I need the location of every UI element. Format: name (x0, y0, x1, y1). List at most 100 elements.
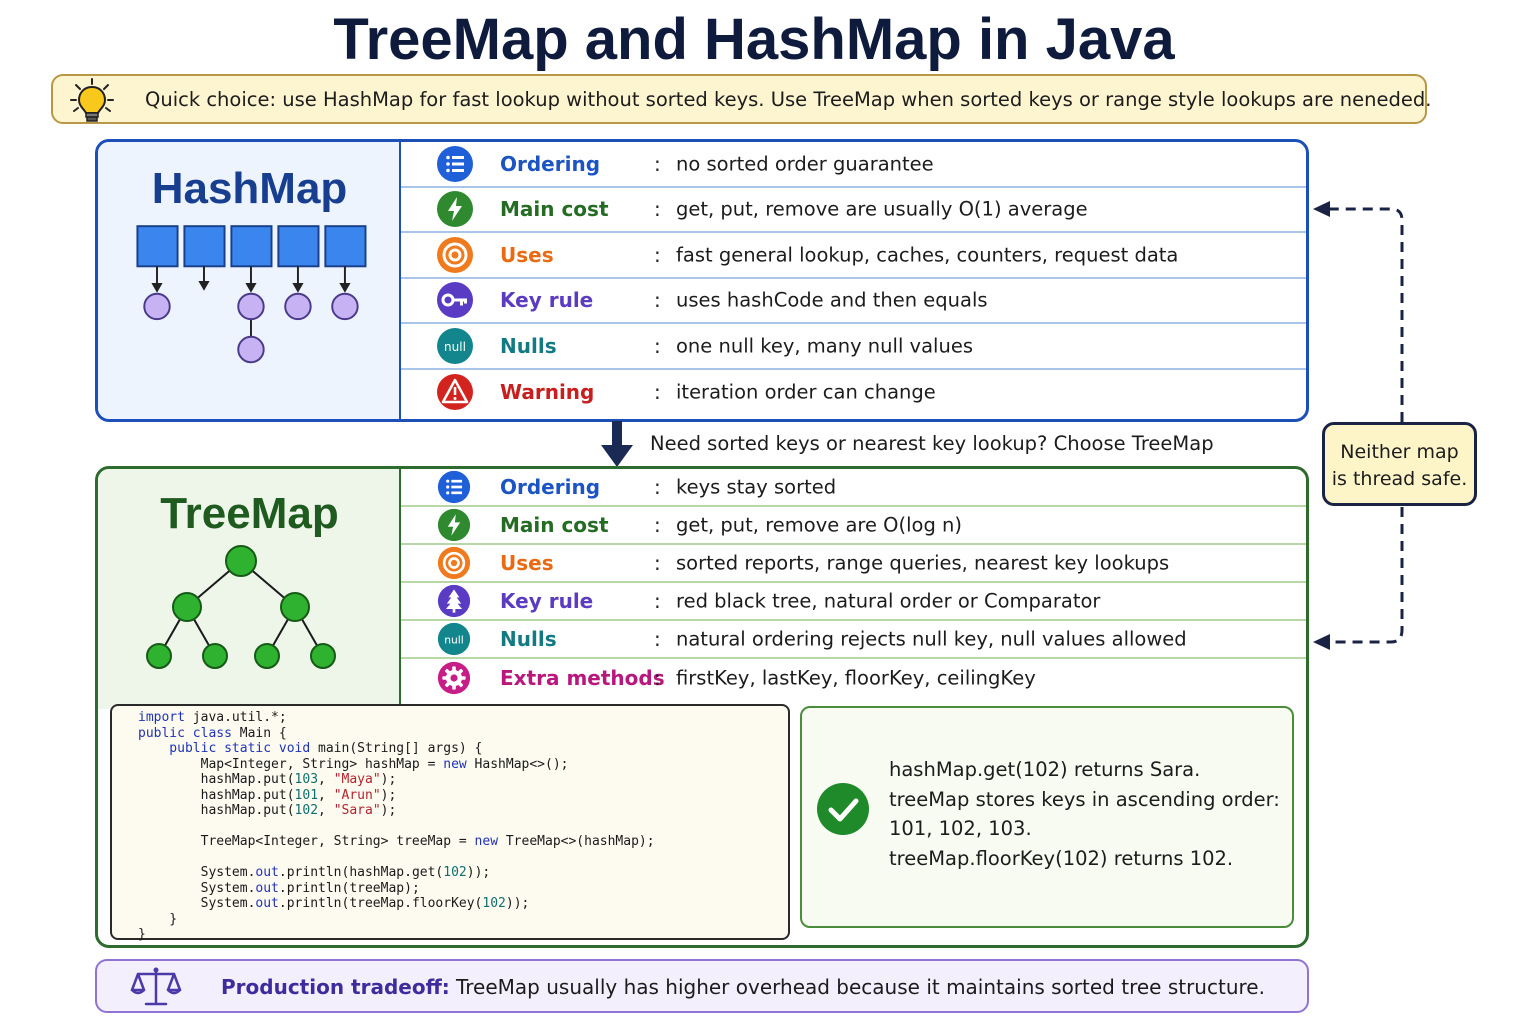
hashmap-row-key-rule: Key rule : uses hashCode and then equals (401, 279, 1306, 324)
result-line: treeMap stores keys in ascending order: (889, 787, 1280, 811)
result-line: hashMap.get(102) returns Sara. (889, 758, 1201, 781)
tradeoff-label: Production tradeoff: (221, 975, 450, 999)
treemap-row-key-rule: Key rule : red black tree, natural order… (401, 583, 1306, 621)
svg-text:null: null (444, 633, 464, 646)
hashmap-row-main-cost: Main cost : get, put, remove are usually… (401, 188, 1306, 233)
code-line: hashMap.put(102, "Sara"); (138, 803, 397, 818)
treemap-diagram-cell: TreeMap (98, 469, 401, 709)
lightning-icon (437, 191, 473, 228)
thread-safety-note: Neither map is thread safe. (1322, 422, 1477, 506)
code-line: System.out.println(hashMap.get(102)); (138, 865, 491, 880)
hashmap-title: HashMap (151, 164, 348, 213)
treemap-row-extra-methods: Extra methods : firstKey, lastKey, floor… (401, 659, 1306, 697)
note-line-1: Neither map (1340, 441, 1459, 463)
tree-icon (437, 584, 471, 618)
code-line: public static void main(String[] args) { (138, 741, 483, 756)
code-line: } (138, 927, 146, 942)
row-value: red black tree, natural order or Compara… (676, 589, 1101, 613)
tradeoff-text: TreeMap usually has higher overhead beca… (456, 975, 1265, 999)
row-colon: : (654, 475, 661, 499)
balance-scale-icon (130, 967, 182, 1006)
row-label: Uses (500, 242, 554, 267)
row-colon: : (654, 589, 661, 613)
result-box: hashMap.get(102) returns Sara. treeMap s… (800, 706, 1294, 928)
code-line: import java.util.*; (138, 710, 287, 725)
code-line: System.out.println(treeMap); (138, 880, 420, 896)
treemap-title: TreeMap (160, 489, 339, 538)
row-colon: : (654, 333, 661, 358)
result-line: treeMap.floorKey(102) returns 102. (889, 846, 1234, 870)
null-icon: null (437, 622, 471, 656)
row-label: Uses (500, 551, 554, 575)
code-line: System.out.println(treeMap.floorKey(102)… (138, 896, 530, 911)
row-label: Warning (500, 380, 595, 405)
code-line: public class Main { (138, 725, 287, 741)
row-colon: : (654, 627, 661, 651)
hashmap-row-uses: Uses : fast general lookup, caches, coun… (401, 233, 1306, 279)
row-label: Ordering (500, 475, 601, 499)
row-label: Extra methods (500, 666, 665, 690)
row-value: fast general lookup, caches, counters, r… (676, 243, 1179, 267)
row-colon: : (654, 551, 661, 575)
code-line: hashMap.put(101, "Arun"); (138, 787, 397, 803)
tradeoff-banner: Production tradeoff: TreeMap usually has… (95, 959, 1309, 1013)
treemap-tree-diagram (146, 545, 336, 669)
lightbulb-icon (70, 78, 114, 122)
target-icon (437, 236, 473, 273)
treemap-rows: Ordering : keys stay sorted Main cost : … (401, 469, 1306, 697)
check-circle-icon (817, 783, 869, 835)
hashmap-diagram-cell: HashMap (98, 142, 401, 419)
code-line: Map<Integer, String> hashMap = new HashM… (138, 756, 569, 772)
row-value: get, put, remove are O(log n) (676, 513, 963, 537)
hashmap-row-nulls: null Nulls : one null key, many null val… (401, 324, 1306, 370)
row-label: Key rule (500, 288, 594, 313)
gear-icon (437, 661, 471, 695)
code-line: hashMap.put(103, "Maya"); (138, 772, 397, 787)
list-icon (437, 470, 471, 504)
result-line: 101, 102, 103. (889, 817, 1032, 840)
code-line-blank (138, 819, 788, 835)
hashmap-row-ordering: Ordering : no sorted order guarantee (401, 142, 1306, 188)
row-label: Nulls (500, 627, 557, 651)
code-line: TreeMap<Integer, String> treeMap = new T… (138, 834, 655, 849)
treemap-row-uses: Uses : sorted reports, range queries, ne… (401, 545, 1306, 583)
row-value: iteration order can change (676, 380, 936, 404)
row-colon: : (654, 666, 661, 690)
hashmap-bucket-diagram (136, 225, 367, 364)
row-label: Nulls (500, 333, 557, 358)
row-value: firstKey, lastKey, floorKey, ceilingKey (676, 666, 1036, 690)
hashmap-panel: HashMap (95, 139, 1309, 422)
row-label: Key rule (500, 589, 594, 613)
code-example: import java.util.*; public class Main { … (110, 704, 790, 942)
row-value: one null key, many null values (676, 334, 973, 358)
row-value: no sorted order guarantee (676, 152, 934, 176)
svg-text:null: null (444, 340, 466, 354)
key-icon (437, 282, 473, 319)
lightning-icon (437, 508, 471, 542)
row-value: keys stay sorted (676, 475, 837, 499)
row-label: Ordering (500, 151, 601, 176)
row-value: uses hashCode and then equals (676, 288, 988, 312)
row-colon: : (654, 513, 661, 537)
quick-choice-banner: Quick choice: use HashMap for fast looku… (51, 74, 1431, 124)
treemap-row-main-cost: Main cost : get, put, remove are O(log n… (401, 507, 1306, 545)
down-arrow-icon (601, 421, 633, 467)
page-title: TreeMap and HashMap in Java (333, 7, 1175, 72)
note-line-2: is thread safe. (1331, 468, 1468, 490)
row-colon: : (654, 151, 661, 176)
treemap-row-nulls: null Nulls : natural ordering rejects nu… (401, 621, 1306, 659)
null-icon: null (437, 327, 473, 364)
row-value: natural ordering rejects null key, null … (676, 627, 1187, 651)
row-colon: : (654, 242, 661, 267)
code-line-blank (138, 850, 788, 866)
treemap-row-ordering: Ordering : keys stay sorted (401, 469, 1306, 507)
row-colon: : (654, 197, 661, 222)
warning-icon (437, 374, 473, 411)
transition-text: Need sorted keys or nearest key lookup? … (650, 432, 1214, 455)
row-value: get, put, remove are usually O(1) averag… (676, 197, 1088, 221)
row-value: sorted reports, range queries, nearest k… (676, 551, 1170, 575)
row-colon: : (654, 380, 661, 405)
list-icon (437, 145, 473, 182)
quick-choice-text: Quick choice: use HashMap for fast looku… (145, 88, 1432, 111)
code-line: } (138, 911, 178, 927)
